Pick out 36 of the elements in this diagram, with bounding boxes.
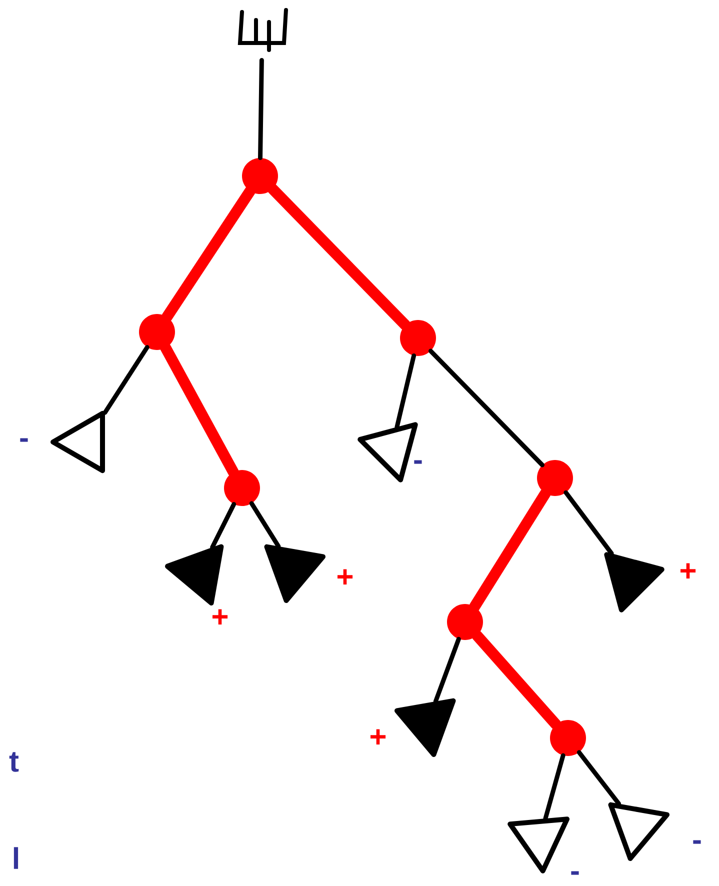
branch-line [469,488,551,612]
tree-node [447,604,483,640]
leaf-triangle [165,544,224,606]
pitchfork-drawing [238,8,288,52]
branch-line [249,501,281,549]
sign-label: - [571,871,579,875]
branch-line [394,353,416,430]
branch-line [258,58,264,160]
tree-node [224,470,260,506]
sign-label: l [14,847,18,869]
leaf-triangle [604,552,664,612]
branch-line [162,186,256,322]
leaf-triangle [50,410,105,474]
tree-node [400,320,436,356]
sign-label: + [338,569,353,584]
branch-line [160,342,239,478]
tree-node [139,314,175,350]
branch-line [433,636,461,704]
sign-label: - [414,460,422,464]
sign-label: t [9,752,19,772]
leaf-triangle [508,816,570,874]
leaf-triangle [608,802,670,861]
tree-node [242,158,278,194]
branch-line [428,348,545,468]
branch-line [267,184,411,330]
leaf-triangle [394,698,456,757]
tree-node [537,460,573,496]
branch-line [102,345,150,415]
branch-line [564,490,614,556]
branch-line [576,750,621,806]
leaf-triangle [264,544,326,603]
branch-line [210,502,236,550]
branch-line [543,753,566,821]
branch-line [472,630,562,730]
sign-label: + [212,609,228,624]
tree-node [550,720,586,756]
